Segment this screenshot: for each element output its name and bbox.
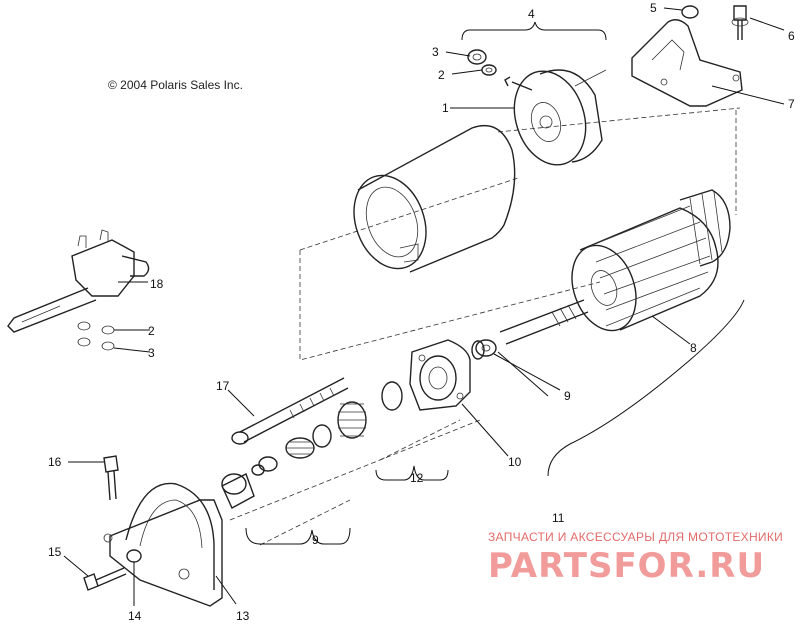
drive-gear-assembly [221, 381, 403, 509]
callout-8: 8 [690, 341, 697, 355]
callout-7: 7 [788, 97, 795, 111]
callout-13: 13 [236, 609, 250, 622]
callout-14: 14 [128, 609, 142, 622]
mounting-bracket [631, 5, 749, 107]
watermark-logo: PARTSFOR.RU [488, 546, 766, 586]
callout-4: 4 [528, 7, 535, 21]
callout-6: 6 [788, 29, 795, 43]
callout-1: 1 [442, 101, 449, 115]
callout-16: 16 [48, 455, 62, 469]
callout-3-solenoid: 3 [148, 346, 155, 360]
through-bolt [231, 377, 349, 445]
callout-3-top: 3 [432, 45, 439, 59]
callout-18: 18 [150, 277, 164, 291]
assembly-guide-lines [229, 107, 741, 546]
drive-end-plate [409, 339, 471, 411]
end-cap-assembly [461, 21, 607, 166]
callout-12: 12 [410, 471, 424, 485]
leader-lines [63, 7, 785, 606]
callout-9-gear: 9 [312, 533, 319, 547]
callout-17: 17 [216, 379, 230, 393]
callout-15: 15 [48, 545, 62, 559]
callout-5: 5 [650, 1, 657, 15]
callout-11: 11 [552, 511, 565, 525]
armature [499, 189, 731, 345]
callout-2-solenoid: 2 [148, 324, 155, 338]
callout-labels: 1 2 2 3 3 4 5 6 7 8 9 9 10 11 12 13 14 1… [48, 1, 795, 623]
lower-bracket [83, 455, 223, 607]
copyright-notice: © 2004 Polaris Sales Inc. [108, 78, 243, 92]
callout-9-bearings: 9 [564, 389, 571, 403]
callout-10: 10 [508, 455, 522, 469]
watermark-tagline: ЗАПЧАСТИ И АКСЕССУАРЫ ДЛЯ МОТОТЕХНИКИ [488, 530, 784, 544]
solenoid [7, 229, 150, 351]
callout-2-top: 2 [438, 68, 445, 82]
field-frame-housing [353, 124, 516, 273]
shaft-bearings [471, 339, 497, 360]
